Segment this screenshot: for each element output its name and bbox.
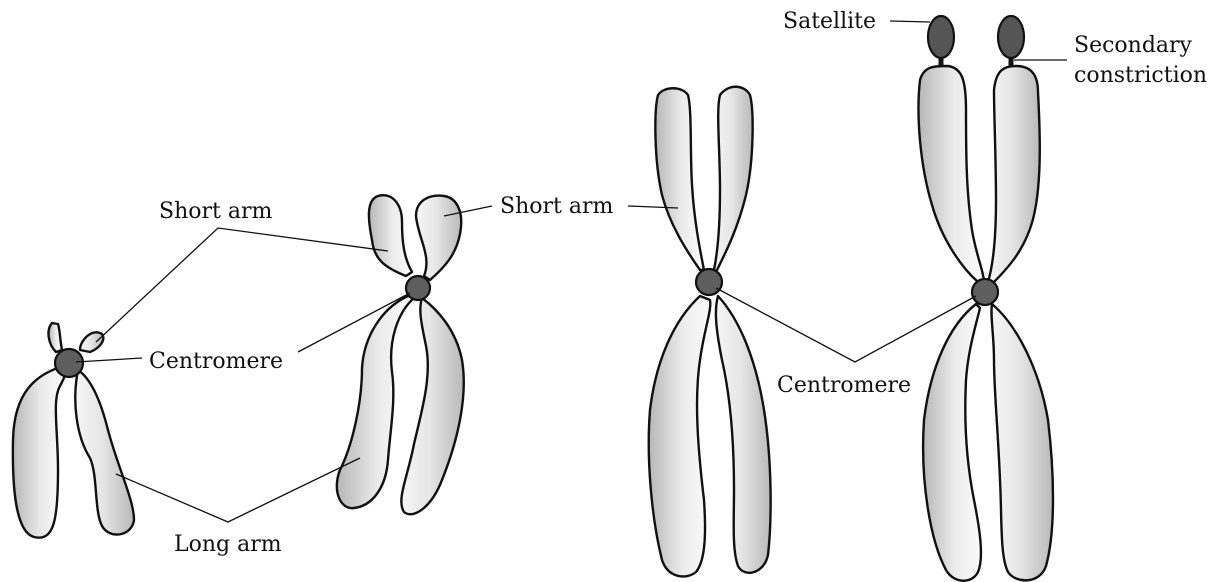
long-arm-left-chromatid-2 <box>337 296 414 508</box>
satellite-left <box>928 16 954 58</box>
long-arm-right-chromatid <box>75 370 134 535</box>
centromere-satellite-chromosome <box>972 279 998 305</box>
label-short-arm-right: Short arm <box>500 194 613 219</box>
short-arm-stub-left <box>49 323 62 352</box>
lower-arm-left-chromatid-4 <box>923 304 981 581</box>
upper-arm-right-chromatid <box>714 87 753 272</box>
label-secondary-constriction-line2: constriction <box>1074 63 1207 88</box>
lower-arm-right-chromatid <box>716 296 771 573</box>
label-secondary-constriction-line1: Secondary <box>1074 33 1193 58</box>
centromere-acrocentric <box>406 276 430 300</box>
short-arm-left-chromatid <box>369 195 412 276</box>
leader-centromere-telocentric <box>76 358 142 362</box>
chromosome-acrocentric <box>337 195 464 514</box>
satellite-right <box>998 16 1024 58</box>
label-satellite: Satellite <box>783 9 876 34</box>
label-long-arm: Long arm <box>174 532 282 557</box>
upper-arm-left-chromatid <box>655 88 704 270</box>
label-centromere-right: Centromere <box>777 373 911 398</box>
leader-short-arm-left <box>96 228 388 342</box>
label-centromere-left: Centromere <box>149 349 283 374</box>
short-arm-right-chromatid <box>416 196 461 280</box>
lower-arm-right-chromatid-4 <box>991 304 1053 580</box>
chromosome-with-satellite <box>919 16 1054 581</box>
centromere-metacentric <box>696 269 722 295</box>
leader-long-arm <box>116 458 360 522</box>
upper-arm-right-chromatid-4 <box>988 66 1040 284</box>
upper-arm-left-chromatid-4 <box>919 66 985 282</box>
long-arm-left-chromatid <box>13 366 66 538</box>
lower-arm-left-chromatid <box>649 296 711 576</box>
centromere-telocentric <box>55 349 83 377</box>
short-arm-stub-right <box>80 332 103 352</box>
chromosome-metacentric <box>649 87 771 577</box>
label-short-arm-left: Short arm <box>159 199 272 224</box>
long-arm-right-chromatid-2 <box>401 298 463 514</box>
leader-centromere-right <box>716 288 976 362</box>
chromosome-telocentric <box>13 323 134 538</box>
leader-satellite <box>890 21 930 22</box>
